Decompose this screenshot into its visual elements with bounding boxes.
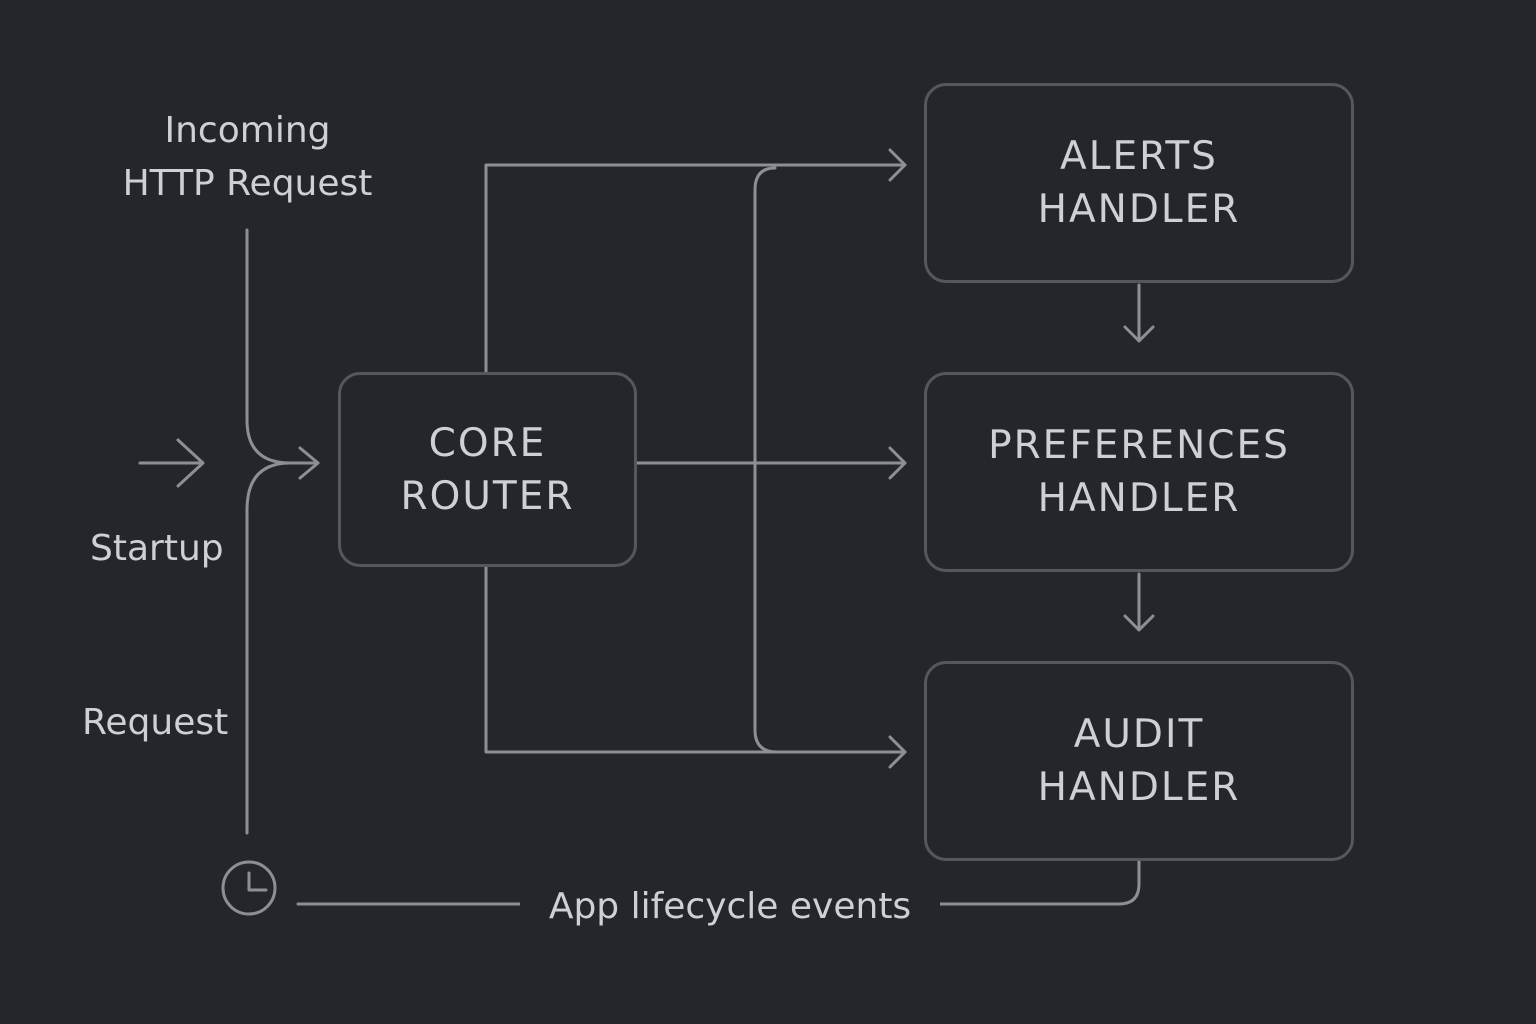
startup-arrow (138, 438, 205, 488)
alerts-arrowhead (888, 148, 907, 182)
router-to-audit-line (484, 563, 907, 754)
core-router-node: CORE ROUTER (338, 372, 637, 567)
preferences-handler-node: PREFERENCES HANDLER (924, 372, 1354, 572)
router-input-arrowhead (298, 446, 320, 480)
preferences-arrowhead (888, 446, 907, 480)
alerts-handler-line2: HANDLER (1037, 187, 1241, 232)
core-router-line2: ROUTER (400, 473, 575, 519)
incoming-label-line2: HTTP Request (122, 163, 373, 204)
alerts-handler-node: ALERTS HANDLER (924, 83, 1354, 283)
audit-handler-line1: AUDIT (1073, 712, 1205, 757)
app-lifecycle-events-label: App lifecycle events (520, 880, 940, 934)
clock-icon (221, 860, 277, 916)
preferences-handler-line1: PREFERENCES (988, 423, 1290, 468)
preferences-handler-line2: HANDLER (1037, 476, 1241, 521)
request-input-line (245, 228, 320, 835)
incoming-http-request-label: Incoming HTTP Request (105, 104, 390, 210)
preferences-to-audit-arrow (1123, 572, 1155, 632)
alerts-handler-line1: ALERTS (1060, 134, 1218, 179)
lifecycle-line (296, 858, 1141, 906)
incoming-label-line1: Incoming (164, 110, 331, 151)
audit-arrowhead (888, 735, 907, 769)
core-router-line1: CORE (428, 420, 547, 466)
router-to-alerts-line (484, 163, 907, 374)
bypass-bus-line (753, 166, 779, 754)
audit-handler-line2: HANDLER (1037, 765, 1241, 810)
request-label: Request (82, 702, 229, 743)
alerts-to-preferences-arrow (1123, 283, 1155, 343)
audit-handler-node: AUDIT HANDLER (924, 661, 1354, 861)
startup-label: Startup (90, 528, 224, 569)
